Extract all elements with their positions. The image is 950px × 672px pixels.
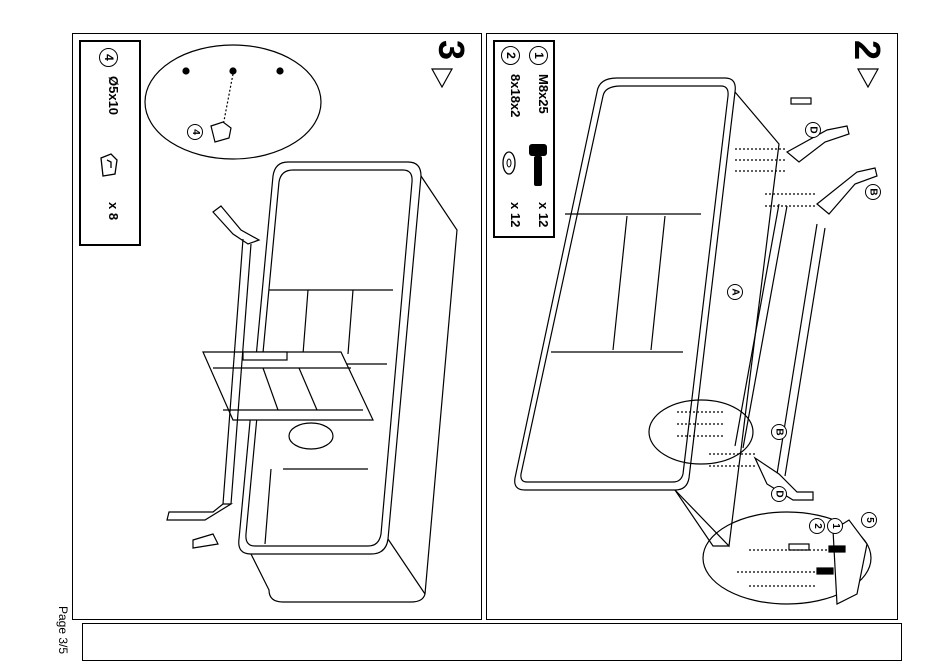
step-number: 2	[849, 40, 885, 60]
bracket-b-label: B	[771, 424, 787, 440]
part-number-badge: 4	[99, 48, 118, 67]
step-arrow-icon	[431, 68, 453, 88]
detail-callout: 2	[809, 518, 825, 534]
part-number-badge: 1	[529, 46, 548, 65]
part-size: 8x18x2	[508, 74, 523, 117]
bracket-d-label: D	[805, 122, 821, 138]
detail-callout: 4	[187, 124, 203, 140]
part-size: M8x25	[536, 74, 551, 114]
step-3-panel: 3 4 Ø5x10 x 8 4	[72, 33, 482, 620]
part-size: Ø5x10	[106, 76, 121, 115]
page-number: Page 3/5	[56, 606, 70, 654]
parts-box: 1 2 M8x25 8x18x2 x 12 x 12	[493, 40, 555, 238]
parts-box: 4 Ø5x10 x 8	[79, 40, 141, 246]
step-number: 3	[433, 40, 469, 60]
step-2-panel: 2 1 2 M8x25 8x18x2 x 12 x 12 D B A B D 2…	[486, 33, 898, 620]
step-arrow-icon	[857, 68, 879, 88]
washer-icon	[501, 150, 517, 176]
part-quantity: x 12	[536, 202, 551, 227]
part-quantity: x 12	[508, 202, 523, 227]
detail-callout: 5	[861, 512, 877, 528]
plastic-wedge-icon	[97, 152, 121, 178]
footer-box	[82, 623, 902, 661]
bracket-d-label: D	[771, 486, 787, 502]
panel-a-label: A	[727, 284, 743, 300]
bracket-b-label: B	[865, 184, 881, 200]
part-number-badge: 2	[501, 46, 520, 65]
bolt-icon	[527, 142, 549, 188]
part-quantity: x 8	[106, 202, 121, 220]
detail-callout: 1	[827, 518, 843, 534]
